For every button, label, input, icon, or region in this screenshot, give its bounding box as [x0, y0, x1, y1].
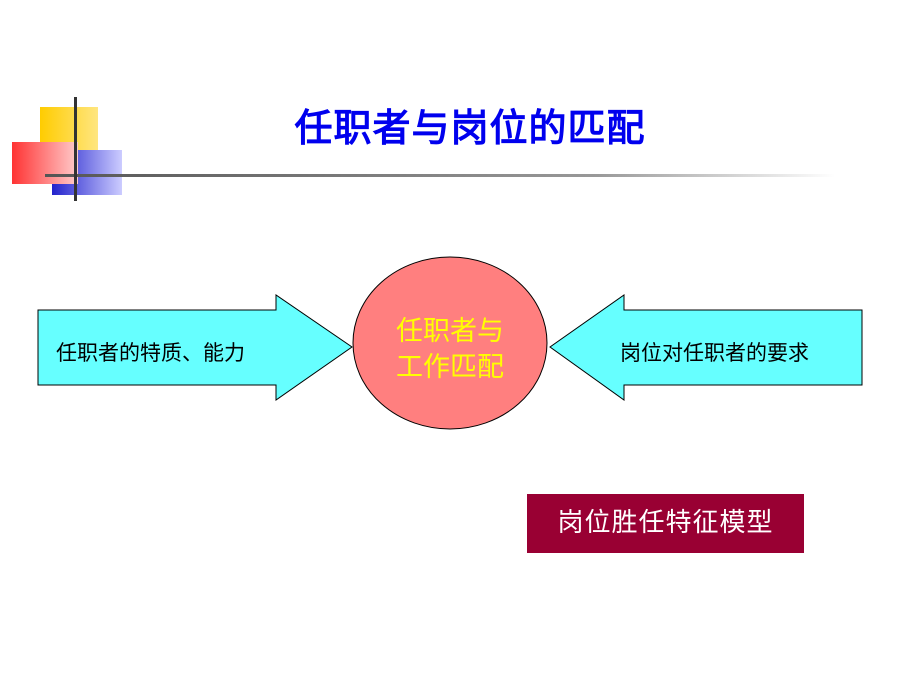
center-circle: [352, 256, 548, 430]
center-circle-label: 任职者与 工作匹配: [352, 314, 548, 386]
competency-model-box: 岗位胜任特征模型: [527, 494, 804, 553]
vertical-rule: [74, 97, 77, 201]
decorative-corner: [12, 97, 835, 201]
slide-title: 任职者与岗位的匹配: [294, 106, 646, 150]
right-arrow: [549, 294, 863, 401]
center-label-line1: 任职者与: [396, 316, 504, 347]
horizontal-rule: [45, 174, 835, 177]
center-label-line2: 工作匹配: [396, 352, 504, 383]
left-arrow: [37, 294, 353, 401]
right-arrow-label: 岗位对任职者的要求: [620, 341, 809, 365]
left-arrow-label: 任职者的特质、能力: [56, 341, 245, 365]
